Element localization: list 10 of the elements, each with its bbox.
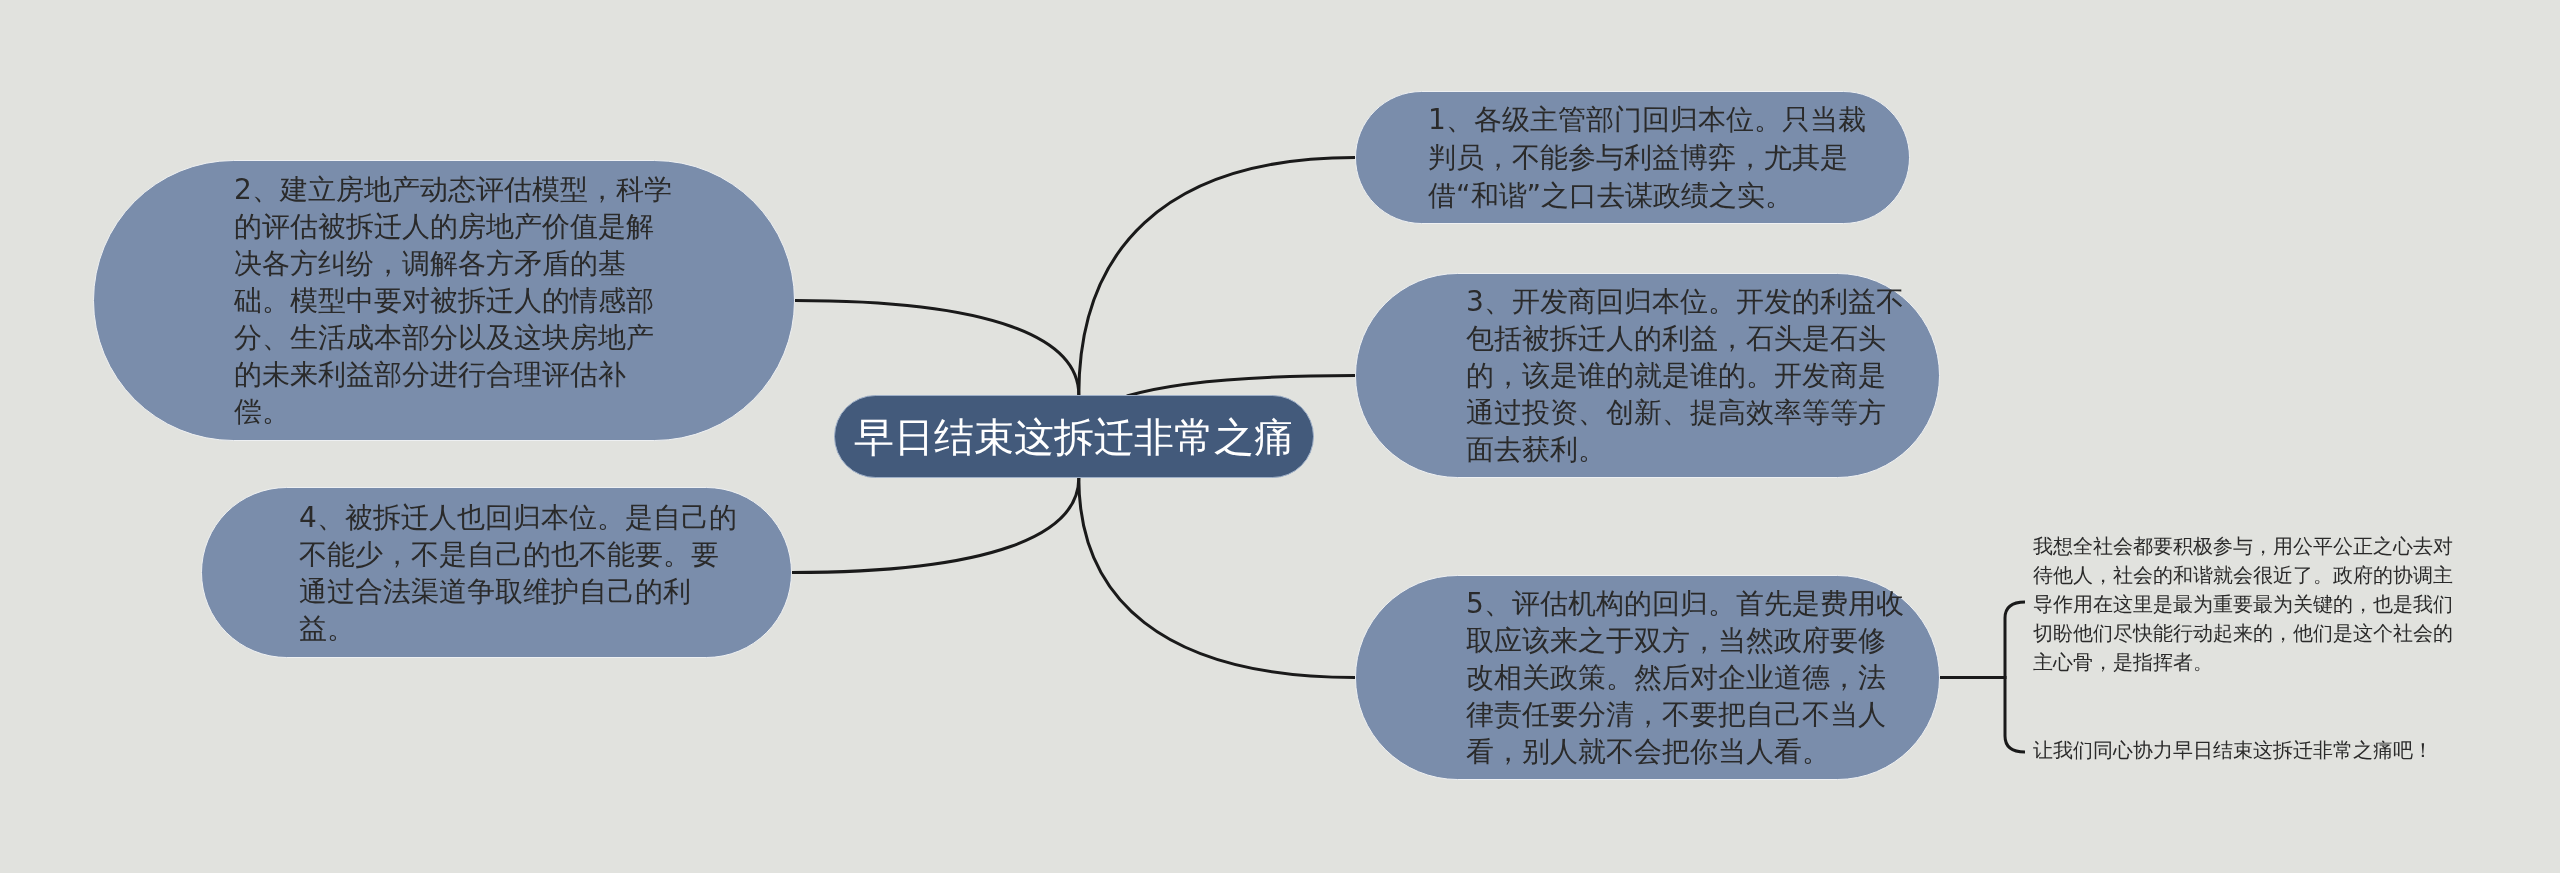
topic-pill: 3、开发商回归本位。开发的利益不包括被拆迁人的利益，石头是石头的，该是谁的就是谁的。开发商是通过投资、创新、提高效率等等方面去获利。 <box>1355 273 1940 478</box>
topic-pill: 2、建立房地产动态评估模型，科学的评估被拆迁人的房地产价值是解决各方纠纷，调解各方矛盾的基础。模型中要对被拆迁人的情感部分、生活成本部分以及这块房地产的未来利益部分进行合理评估补偿。 <box>93 160 795 441</box>
note-text: 我想全社会都要积极参与，用公平公正之心去对待他人，社会的和谐就会很近了。政府的协调主导作用在这里是最为重要最为关键的，也是我们切盼他们尽快能行动起来的，他们是这个社会的主心骨，是指挥者。 <box>2033 532 2453 677</box>
branch-line <box>794 299 1081 396</box>
topic-pill: 5、评估机构的回归。首先是费用收取应该来之于双方，当然政府要修改相关政策。然后对企业道德，法律责任要分清，不要把自己不当人看，别人就不会把你当人看。 <box>1355 575 1940 780</box>
central-topic: 早日结束这拆迁非常之痛 <box>834 395 1314 478</box>
topic-pill: 1、各级主管部门回归本位。只当裁判员，不能参与利益博弈，尤其是借“和谐”之口去谋政绩之实。 <box>1355 91 1910 224</box>
topic-pill: 4、被拆迁人也回归本位。是自己的不能少，不是自己的也不能要。要通过合法渠道争取维护自己的利益。 <box>201 487 792 658</box>
branch-line <box>1077 477 1356 679</box>
note-text: 让我们同心协力早日结束这拆迁非常之痛吧！ <box>2033 736 2473 765</box>
